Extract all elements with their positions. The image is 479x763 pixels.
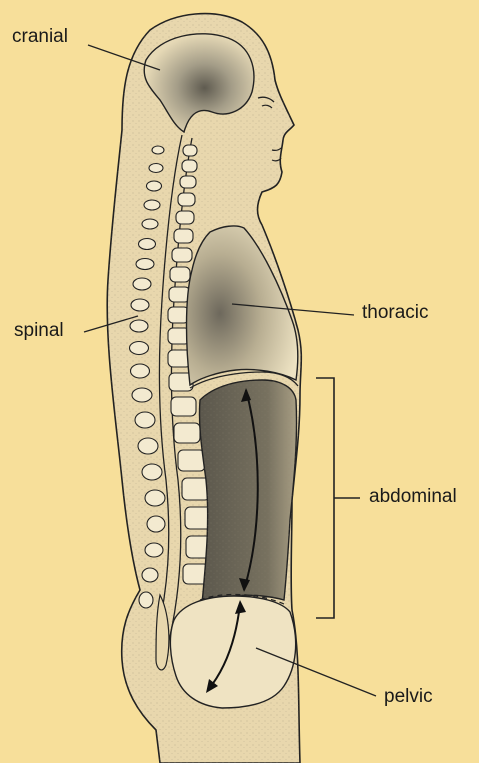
label-spinal: spinal: [14, 321, 64, 340]
pelvic-cavity: [170, 596, 295, 708]
label-abdominal: abdominal: [369, 487, 457, 506]
label-thoracic: thoracic: [362, 303, 429, 322]
label-pelvic: pelvic: [384, 687, 433, 706]
abdominal-bracket: [316, 378, 334, 618]
label-cranial: cranial: [12, 27, 68, 46]
